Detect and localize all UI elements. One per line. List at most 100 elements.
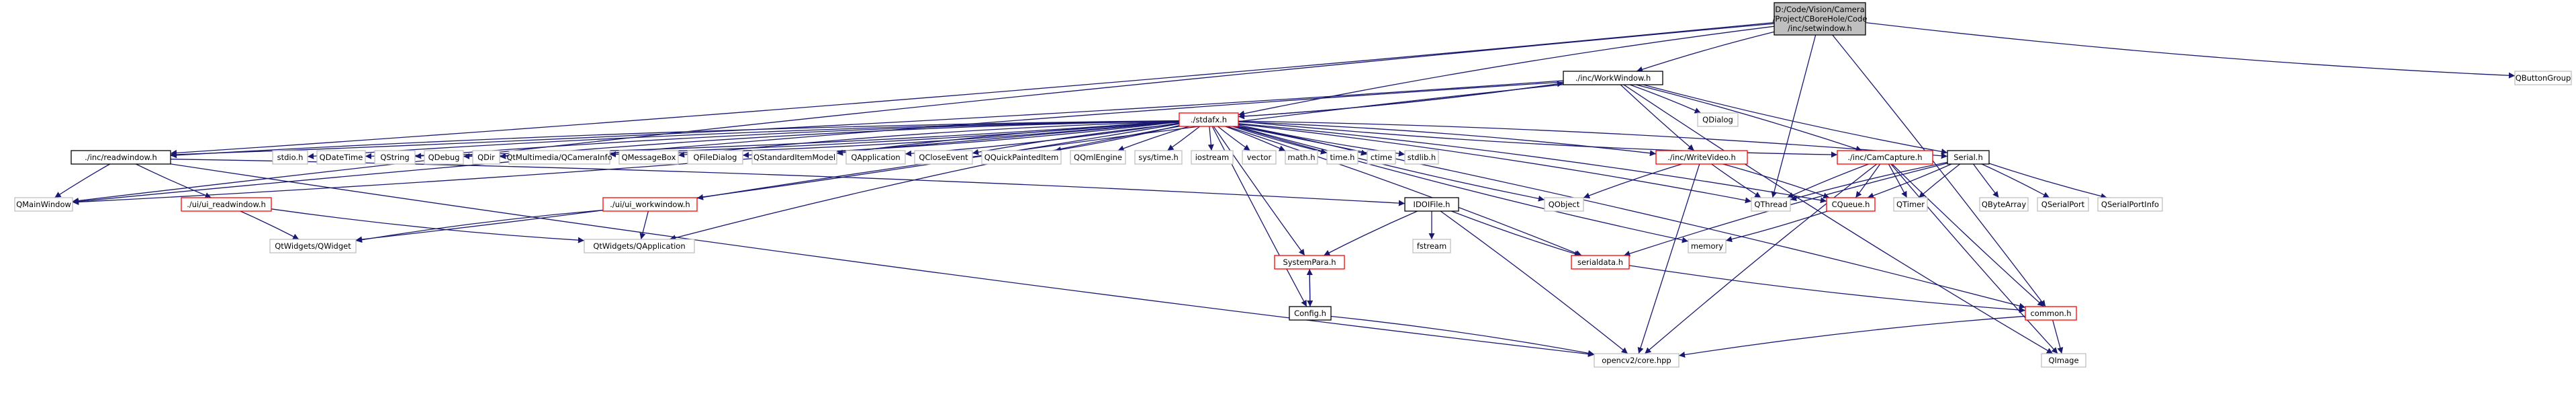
node-root[interactable]: D:/Code/Vision/Camera/Project/CBoreHole/…: [1773, 2, 1868, 36]
node-camcapture[interactable]: ./inc/CamCapture.h: [1837, 150, 1933, 165]
node-label: Serial.h: [1953, 153, 1982, 162]
node-box: [374, 150, 416, 165]
edge-readwindow-to-opencv: [170, 163, 1595, 358]
node-label: QByteArray: [1982, 200, 2026, 209]
node-time: time.h: [1326, 150, 1359, 165]
edge-stdafx-to-iostream: [1207, 126, 1214, 151]
node-readwindow[interactable]: ./inc/readwindow.h: [71, 150, 171, 165]
edge-stdafx-to-qdir: [499, 120, 1180, 159]
node-iodifile[interactable]: IDOIFile.h: [1404, 197, 1459, 212]
node-writevideo[interactable]: ./inc/WriteVideo.h: [1655, 150, 1748, 165]
node-box: [316, 150, 366, 165]
edge-config-to-systempara: [1306, 268, 1313, 307]
node-serial[interactable]: Serial.h: [1947, 150, 1990, 165]
edge-writevideo-to-cqueue: [1722, 163, 1830, 199]
node-qthread: QThread: [1751, 197, 1791, 212]
node-common[interactable]: common.h: [2025, 306, 2077, 321]
edge-workwindow-to-serial: [1643, 84, 1948, 155]
edge-workwindow-to-qimage: [1623, 84, 2054, 354]
node-label: common.h: [2030, 309, 2071, 318]
node-qfiledialog: QFileDialog: [687, 150, 743, 165]
node-box: [1289, 306, 1332, 321]
node-box: [2097, 197, 2163, 212]
node-label: QImage: [2048, 356, 2078, 365]
node-qdatetime: QDateTime: [316, 150, 366, 165]
node-serialdata[interactable]: serialdata.h: [1571, 255, 1630, 270]
node-qimage: QImage: [2041, 353, 2086, 368]
node-box: [1404, 150, 1439, 165]
node-workwindow[interactable]: ./inc/WorkWindow.h: [1563, 71, 1663, 85]
edge-workwindow-to-qmainwindow: [72, 81, 1564, 205]
node-ctime: ctime: [1367, 150, 1396, 165]
node-box: [1826, 197, 1876, 212]
edge-stdafx-to-qthread: [1238, 123, 1752, 204]
node-qserialportinfo: QSerialPortInfo: [2097, 197, 2163, 212]
node-box: [602, 197, 698, 212]
node-label: QCloseEvent: [919, 153, 968, 162]
node-uiworkwindow[interactable]: ./ui/ui_workwindow.h: [602, 197, 698, 212]
node-box: [424, 150, 464, 165]
node-qtwidgets: QtWidgets/QWidget: [269, 239, 357, 253]
node-label: SystemPara.h: [1283, 258, 1336, 267]
node-box: [2025, 306, 2077, 321]
node-systempara[interactable]: SystemPara.h: [1274, 255, 1345, 270]
node-label: sys/time.h: [1138, 153, 1179, 162]
node-iostream: iostream: [1191, 150, 1234, 165]
node-label: QMainWindow: [16, 200, 71, 209]
edge-readwindow-to-iodifile: [170, 159, 1406, 206]
edge-stdafx-to-serial: [1238, 120, 1948, 159]
edge-stdafx-to-vector: [1217, 126, 1250, 151]
node-cqueue[interactable]: CQueue.h: [1826, 197, 1876, 212]
node-qobject: QObject: [1544, 197, 1584, 212]
edge-stdafx-to-memory: [1235, 126, 1689, 243]
edge-writevideo-to-opencv: [1637, 163, 1700, 354]
node-label: /inc/setwindow.h: [1788, 24, 1852, 33]
node-label: QtWidgets/QWidget: [275, 241, 351, 251]
edge-uireadwindow-to-qtwapp: [271, 208, 585, 243]
node-label: CQueue.h: [1832, 200, 1870, 209]
node-label: stdlib.h: [1408, 153, 1436, 162]
edge-camcapture-to-common: [1892, 163, 2044, 307]
edge-cqueue-to-memory: [1725, 210, 1828, 243]
node-label: /Project/CBoreHole/Code: [1773, 14, 1868, 24]
node-qcloseevent: QCloseEvent: [914, 150, 973, 165]
edge-root-to-common: [1832, 34, 2046, 307]
edge-stdafx-to-systempara: [1213, 126, 1305, 256]
edge-stdafx-to-qcloseevent: [972, 123, 1180, 155]
node-stdafx[interactable]: ./stdafx.h: [1179, 112, 1239, 127]
node-label: QtMultimedia/QCameraInfo: [506, 153, 612, 162]
node-uireadwindow[interactable]: ./ui/ui_readwindow.h: [181, 197, 272, 212]
edge-serial-to-qtimer: [1918, 163, 1961, 198]
node-box: [1571, 255, 1630, 270]
edge-uiworkwindow-to-qtwapp: [639, 210, 649, 240]
node-stdlib: stdlib.h: [1404, 150, 1439, 165]
edge-camcapture-to-cqueue: [1855, 163, 1881, 198]
edge-workwindow-to-qdialog: [1629, 84, 1702, 114]
node-label: QMessageBox: [622, 153, 676, 162]
edge-writevideo-to-qthread: [1711, 163, 1761, 198]
node-box: [1367, 150, 1396, 165]
node-box: [1242, 150, 1277, 165]
node-config[interactable]: Config.h: [1289, 306, 1332, 321]
edge-common-to-opencv: [1678, 315, 2026, 358]
node-label: Config.h: [1294, 309, 1326, 318]
node-box: [1274, 255, 1345, 270]
node-label: QQuickPaintedItem: [984, 153, 1059, 162]
edge-readwindow-to-qmainwindow: [54, 163, 110, 198]
node-qstditem: QStandardItemModel: [751, 150, 837, 165]
node-label: QApplication: [851, 153, 900, 162]
node-box: [1655, 150, 1748, 165]
edge-stdafx-to-qtwidgets: [355, 123, 1180, 243]
edge-camcapture-to-qimage: [1890, 163, 2058, 354]
node-box: [2037, 197, 2089, 212]
node-label: QButtonGroup: [2516, 73, 2571, 83]
node-box: [2041, 353, 2086, 368]
node-box: [845, 150, 906, 165]
node-label: QDateTime: [320, 153, 363, 162]
edge-uiworkwindow-to-qtwidgets: [355, 209, 604, 243]
node-box: [71, 150, 171, 165]
node-box: [1134, 150, 1183, 165]
edge-stdafx-to-readwindow: [170, 120, 1180, 159]
node-qbytearray: QByteArray: [1979, 197, 2029, 212]
edge-iodifile-to-serialdata: [1451, 210, 1581, 257]
